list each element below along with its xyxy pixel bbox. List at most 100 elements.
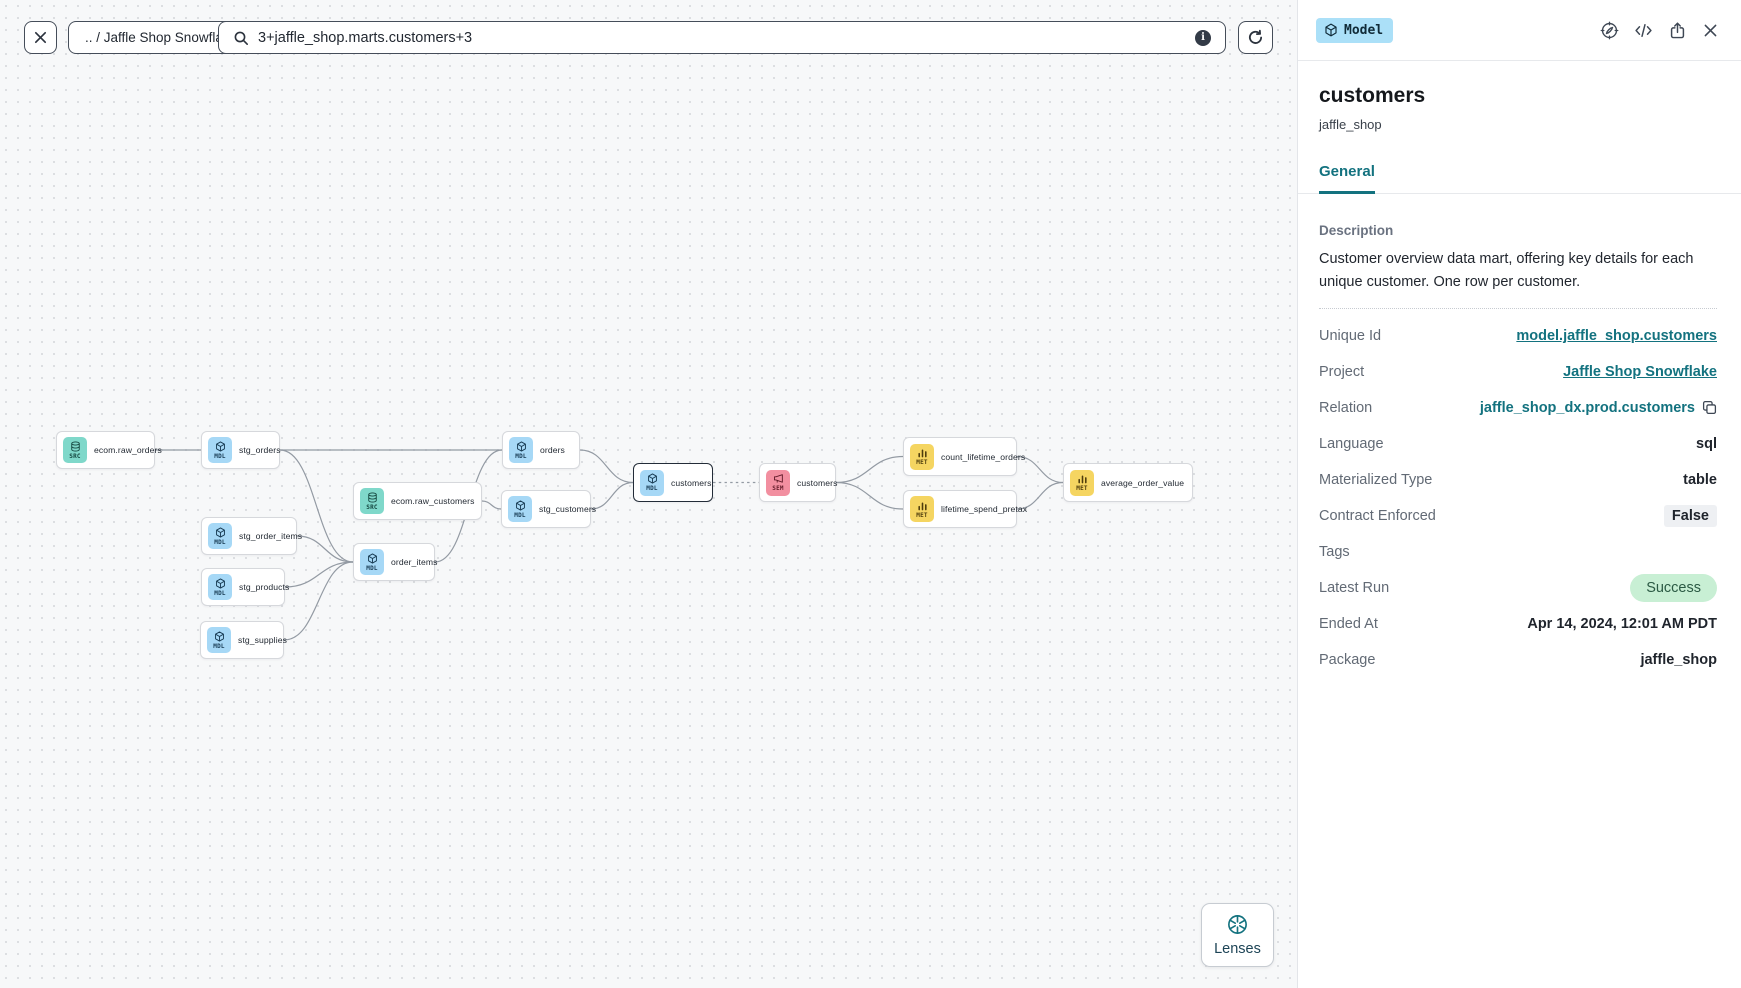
node-kind-badge: MET xyxy=(910,443,934,470)
node-kind-label: MDL xyxy=(646,485,658,492)
tab-general[interactable]: General xyxy=(1319,163,1375,194)
node-label: count_lifetime_orders xyxy=(941,451,1026,462)
detail-label: Unique Id xyxy=(1319,327,1382,344)
node-label: stg_products xyxy=(239,582,290,592)
node-label: stg_orders xyxy=(239,445,281,455)
detail-label: Materialized Type xyxy=(1319,471,1433,488)
dag-node-stg-orders[interactable]: MDL stg_orders xyxy=(201,431,281,469)
selector-search[interactable]: i xyxy=(218,21,1226,54)
detail-row-materialized-type: Materialized Type table xyxy=(1319,462,1717,498)
dag-node-stg-customers[interactable]: MDL stg_customers xyxy=(501,490,596,528)
breadcrumb-label: .. / Jaffle Shop Snowflake xyxy=(85,30,238,45)
node-kind-label: MDL xyxy=(214,538,226,546)
copy-button[interactable] xyxy=(1702,400,1717,415)
description-heading: Description xyxy=(1319,223,1394,238)
semantic-layer-icon xyxy=(773,474,783,483)
dag-node-orders[interactable]: MDL orders xyxy=(502,431,580,469)
page-title: customers xyxy=(1319,84,1426,107)
aperture-icon xyxy=(1228,915,1247,934)
code-icon[interactable] xyxy=(1634,21,1653,40)
detail-value[interactable]: Jaffle Shop Snowflake xyxy=(1563,363,1717,380)
dag-edge-stg-order-items--order-items xyxy=(296,535,354,563)
cube-icon xyxy=(367,552,377,564)
dag-node-ecom-raw-customers[interactable]: SRC ecom.raw_customers xyxy=(353,482,482,520)
node-kind-label: SRC xyxy=(69,452,81,460)
dag-edge-stg-customers--customers xyxy=(590,481,634,510)
dag-node-order-items[interactable]: MDL order_items xyxy=(353,543,438,581)
dag-edge-ecom-raw-customers--stg-customers xyxy=(481,500,502,510)
node-kind-badge: MDL xyxy=(360,549,384,575)
node-kind-badge: MET xyxy=(1070,469,1094,496)
node-label: orders xyxy=(540,445,565,455)
metric-icon xyxy=(917,449,927,458)
database-icon xyxy=(70,440,80,452)
dag-node-count-lifetime-orders[interactable]: MET count_lifetime_orders xyxy=(903,437,1025,476)
node-label: stg_customers xyxy=(539,504,597,514)
node-label: stg_order_items xyxy=(239,531,303,541)
cube-icon xyxy=(215,526,225,538)
cube-icon xyxy=(515,499,525,511)
node-label: ecom.raw_customers xyxy=(391,496,475,506)
share-icon[interactable] xyxy=(1668,21,1687,40)
node-kind-label: SEM xyxy=(772,485,784,492)
detail-row-relation: Relation jaffle_shop_dx.prod.customers xyxy=(1319,390,1717,426)
node-label: customers xyxy=(797,477,838,488)
lenses-button[interactable]: Lenses xyxy=(1201,903,1274,967)
panel-tabs: General xyxy=(1298,163,1741,194)
cube-icon xyxy=(215,440,225,452)
detail-label: Ended At xyxy=(1319,615,1378,632)
node-kind-badge: MDL xyxy=(508,496,532,522)
node-kind-badge: MET xyxy=(910,496,934,522)
dag-node-stg-order-items[interactable]: MDL stg_order_items xyxy=(201,517,302,555)
node-kind-label: MET xyxy=(1076,485,1088,492)
node-kind-badge: MDL xyxy=(208,437,232,463)
dag-node-ecom-raw-orders[interactable]: SRC ecom.raw_orders xyxy=(56,431,162,469)
project-subtitle: jaffle_shop xyxy=(1319,117,1382,132)
node-kind-badge: MDL xyxy=(509,437,533,463)
detail-row-unique-id: Unique Id model.jaffle_shop.customers xyxy=(1319,318,1717,354)
info-icon[interactable]: i xyxy=(1195,29,1211,46)
panel-header: Model xyxy=(1298,0,1741,61)
node-kind-label: MDL xyxy=(514,511,526,519)
node-label: order_items xyxy=(391,557,438,567)
refresh-icon xyxy=(1248,29,1263,44)
close-lineage-button[interactable] xyxy=(24,21,57,54)
explore-compass-icon[interactable] xyxy=(1600,21,1619,40)
cube-icon xyxy=(214,630,224,642)
detail-value[interactable]: model.jaffle_shop.customers xyxy=(1516,327,1717,344)
dag-node-stg-products[interactable]: MDL stg_products xyxy=(201,568,289,606)
node-kind-badge: MDL xyxy=(640,469,664,496)
node-kind-badge: MDL xyxy=(208,574,232,600)
detail-label: Relation xyxy=(1319,399,1373,416)
dag-edge-stg-supplies--order-items xyxy=(283,561,354,641)
close-panel-icon[interactable] xyxy=(1702,22,1719,39)
node-kind-badge: MDL xyxy=(208,523,232,549)
status-badge: Success xyxy=(1630,573,1717,602)
dag-node-customers-sem[interactable]: SEM customers xyxy=(759,463,838,502)
detail-value: table xyxy=(1683,471,1717,488)
description-text: Customer overview data mart, offering ke… xyxy=(1319,251,1694,291)
dag-edge-customers-sem--count-lifetime-orders xyxy=(835,455,904,484)
relation-value-group: jaffle_shop_dx.prod.customers xyxy=(1480,400,1717,416)
node-label: ecom.raw_orders xyxy=(94,445,162,455)
detail-label: Tags xyxy=(1319,543,1350,560)
search-input[interactable] xyxy=(258,29,1195,46)
node-kind-label: SRC xyxy=(366,503,378,511)
detail-value: False xyxy=(1663,504,1717,527)
node-kind-label: MDL xyxy=(213,642,225,650)
detail-label: Latest Run xyxy=(1319,579,1390,596)
cube-icon xyxy=(215,577,225,589)
node-kind-label: MDL xyxy=(515,452,527,460)
detail-value[interactable]: jaffle_shop_dx.prod.customers xyxy=(1479,399,1695,416)
node-kind-label: MDL xyxy=(214,452,226,460)
refresh-button[interactable] xyxy=(1238,21,1273,54)
detail-label: Package xyxy=(1319,651,1376,668)
node-kind-label: MDL xyxy=(366,564,378,572)
